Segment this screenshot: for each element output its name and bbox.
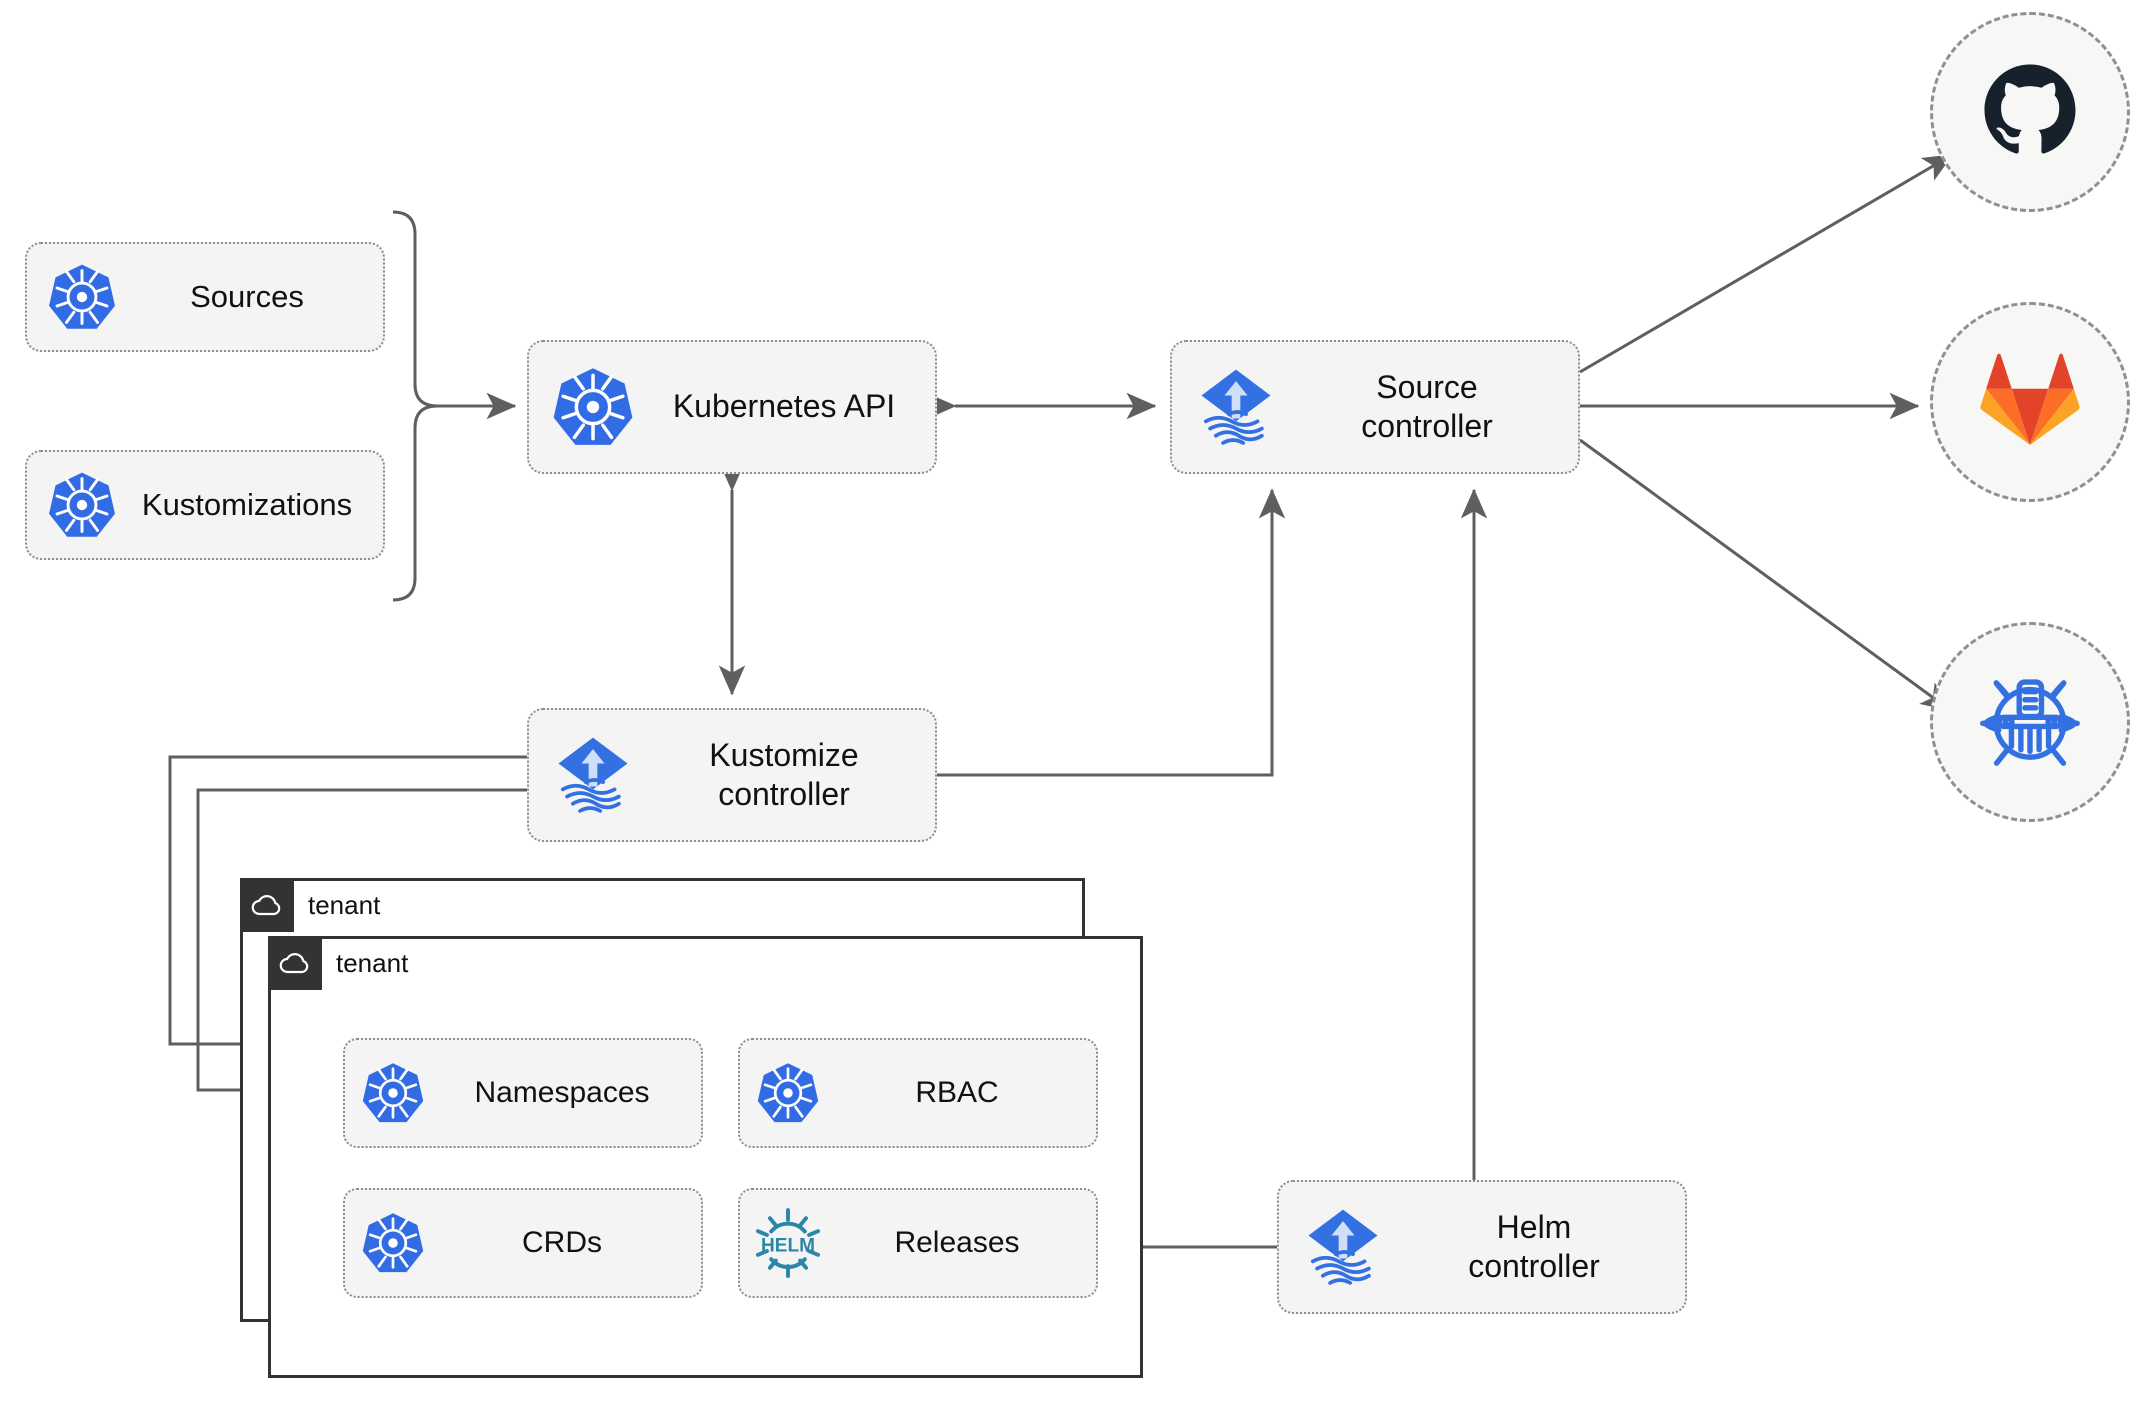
node-label: Helm controller <box>1468 1208 1600 1284</box>
node-label: Kubernetes API <box>672 388 896 425</box>
tenant-label: tenant <box>336 947 409 978</box>
tenant-tab <box>240 878 294 932</box>
resource-releases[interactable]: HELM Releases <box>738 1188 1098 1298</box>
gitlab-icon <box>1980 352 2080 453</box>
kubernetes-icon <box>27 261 137 333</box>
kubernetes-icon <box>345 1210 441 1276</box>
node-label: Kustomize controller <box>709 736 859 812</box>
provider-bucket[interactable] <box>1930 622 2130 822</box>
svg-text:HELM: HELM <box>761 1236 815 1257</box>
resource-crds[interactable]: CRDs <box>343 1188 703 1298</box>
github-icon <box>1978 58 2082 167</box>
resource-label: CRDs <box>522 1226 602 1259</box>
node-label: Sources <box>190 279 304 315</box>
resource-label: RBAC <box>915 1076 999 1109</box>
flux-icon <box>1279 1201 1407 1293</box>
resource-label: Namespaces <box>474 1076 650 1109</box>
kubernetes-icon <box>27 469 137 541</box>
helm-icon: HELM <box>740 1206 836 1280</box>
flux-icon <box>1172 361 1300 453</box>
node-kubernetes-api[interactable]: Kubernetes API <box>527 340 937 474</box>
cloud-icon <box>240 878 294 932</box>
node-kustomizations[interactable]: Kustomizations <box>25 450 385 560</box>
node-label: Kustomizations <box>141 487 353 523</box>
tenant-tab <box>268 936 322 990</box>
helm-repository-icon <box>1976 666 2084 779</box>
kubernetes-icon <box>345 1060 441 1126</box>
resource-rbac[interactable]: RBAC <box>738 1038 1098 1148</box>
tenant-container-front[interactable]: tenant <box>268 936 1143 1378</box>
resource-namespaces[interactable]: Namespaces <box>343 1038 703 1148</box>
node-kustomize-controller[interactable]: Kustomize controller <box>527 708 937 842</box>
provider-github[interactable] <box>1930 12 2130 212</box>
node-source-controller[interactable]: Source controller <box>1170 340 1580 474</box>
resource-label: Releases <box>894 1226 1020 1259</box>
flux-icon <box>529 729 657 821</box>
node-label: Source controller <box>1361 368 1493 444</box>
kubernetes-icon <box>740 1060 836 1126</box>
tenant-label: tenant <box>308 889 381 920</box>
node-helm-controller[interactable]: Helm controller <box>1277 1180 1687 1314</box>
provider-gitlab[interactable] <box>1930 302 2130 502</box>
cloud-icon <box>268 936 322 990</box>
node-sources[interactable]: Sources <box>25 242 385 352</box>
kubernetes-icon <box>529 364 657 450</box>
